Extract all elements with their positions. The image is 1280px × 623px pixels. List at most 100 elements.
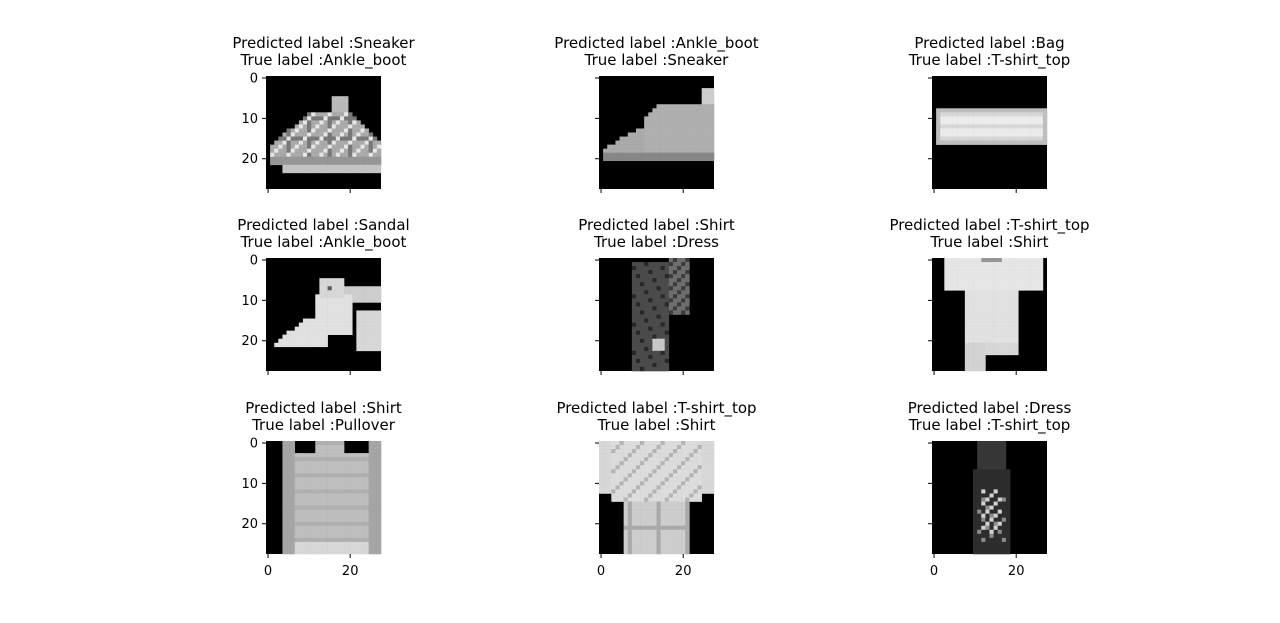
image-pixel: [685, 537, 690, 543]
image-pixel: [319, 148, 324, 153]
image-pixel: [989, 469, 994, 474]
image-pixel: [640, 318, 645, 323]
image-pixel: [335, 501, 341, 506]
image-pixel: [290, 164, 296, 170]
image-pixel: [631, 533, 637, 539]
image-pixel: [307, 485, 312, 490]
image-pixel: [319, 112, 324, 117]
image-pixel: [344, 120, 349, 125]
image-pixel: [997, 116, 1003, 121]
image-pixel: [335, 104, 341, 109]
image-pixel: [356, 330, 361, 335]
image-pixel: [989, 517, 994, 523]
image-pixel: [1005, 136, 1011, 141]
image-pixel: [1010, 286, 1015, 291]
image-pixel: [989, 541, 994, 547]
image-pixel: [368, 473, 374, 478]
image-pixel: [985, 132, 990, 137]
image-pixel: [677, 485, 682, 490]
image-pixel: [1022, 278, 1027, 283]
image-pixel: [985, 270, 990, 275]
image-pixel: [348, 294, 353, 299]
image-pixel: [307, 481, 312, 486]
image-pixel: [348, 453, 353, 458]
image-pixel: [1026, 124, 1031, 129]
image-pixel: [997, 262, 1003, 267]
image-pixel: [652, 346, 657, 352]
image-pixel: [368, 346, 374, 352]
image-pixel: [327, 136, 333, 141]
image-pixel: [327, 521, 333, 527]
image-pixel: [344, 96, 349, 101]
image-pixel: [1030, 132, 1035, 137]
image-pixel: [993, 529, 999, 535]
image-pixel: [952, 278, 957, 283]
image-pixel: [635, 481, 641, 486]
image-pixel: [1022, 112, 1027, 117]
image-pixel: [693, 441, 698, 446]
image-pixel: [644, 342, 649, 348]
image-pixel: [640, 266, 645, 271]
image-pixel: [290, 152, 296, 158]
image-pixel: [307, 132, 312, 137]
image-pixel: [344, 533, 349, 539]
image-pixel: [290, 441, 296, 446]
image-pixel: [689, 497, 694, 502]
image-pixel: [985, 445, 990, 450]
image-pixel: [705, 132, 711, 137]
image-pixel: [635, 266, 641, 271]
image-pixel: [331, 278, 337, 283]
image-pixel: [964, 116, 970, 121]
image-pixel: [689, 481, 694, 486]
image-pixel: [1038, 278, 1044, 283]
image-pixel: [993, 278, 999, 283]
image-pixel: [282, 449, 287, 454]
image-pixel: [681, 457, 686, 462]
image-pixel: [989, 493, 994, 498]
image-pixel: [335, 290, 341, 295]
image-pixel: [631, 326, 637, 331]
image-pixel: [323, 294, 328, 299]
image-pixel: [948, 124, 953, 129]
image-pixel: [993, 302, 999, 307]
image-pixel: [1010, 282, 1015, 287]
image-pixel: [685, 441, 690, 446]
image-pixel: [989, 112, 994, 117]
image-pixel: [335, 286, 341, 291]
image-pixel: [656, 136, 661, 141]
image-pixel: [705, 465, 711, 470]
image-pixel: [993, 541, 999, 547]
image-pixel: [985, 545, 990, 551]
image-pixel: [664, 290, 670, 295]
image-pixel: [644, 338, 649, 344]
image-pixel: [327, 278, 333, 283]
image-pixel: [993, 485, 999, 490]
image-pixel: [701, 148, 707, 153]
image-pixel: [635, 473, 641, 478]
image-pixel: [298, 152, 304, 158]
image-pixel: [1014, 108, 1019, 113]
image-pixel: [964, 298, 970, 303]
fashion-image-pullover: [282, 441, 382, 555]
image-pixel: [364, 465, 369, 470]
image-pixel: [323, 457, 328, 462]
image-pixel: [1014, 132, 1019, 137]
image-pixel: [364, 148, 369, 153]
image-pixel: [327, 501, 333, 506]
image-pixel: [274, 342, 279, 348]
image-pixel: [677, 441, 682, 446]
image-pixel: [701, 104, 707, 109]
image-pixel: [1010, 314, 1015, 319]
image-pixel: [270, 156, 275, 162]
image-pixel: [952, 136, 957, 141]
image-pixel: [348, 128, 353, 133]
image-pixel: [1014, 136, 1019, 141]
image-pixel: [339, 322, 345, 327]
image-pixel: [664, 104, 670, 109]
image-pixel: [960, 278, 966, 283]
image-pixel: [344, 326, 349, 331]
image-pixel: [1018, 282, 1023, 287]
image-pixel: [1001, 541, 1007, 547]
image-pixel: [997, 350, 1003, 356]
image-pixel: [631, 465, 637, 470]
